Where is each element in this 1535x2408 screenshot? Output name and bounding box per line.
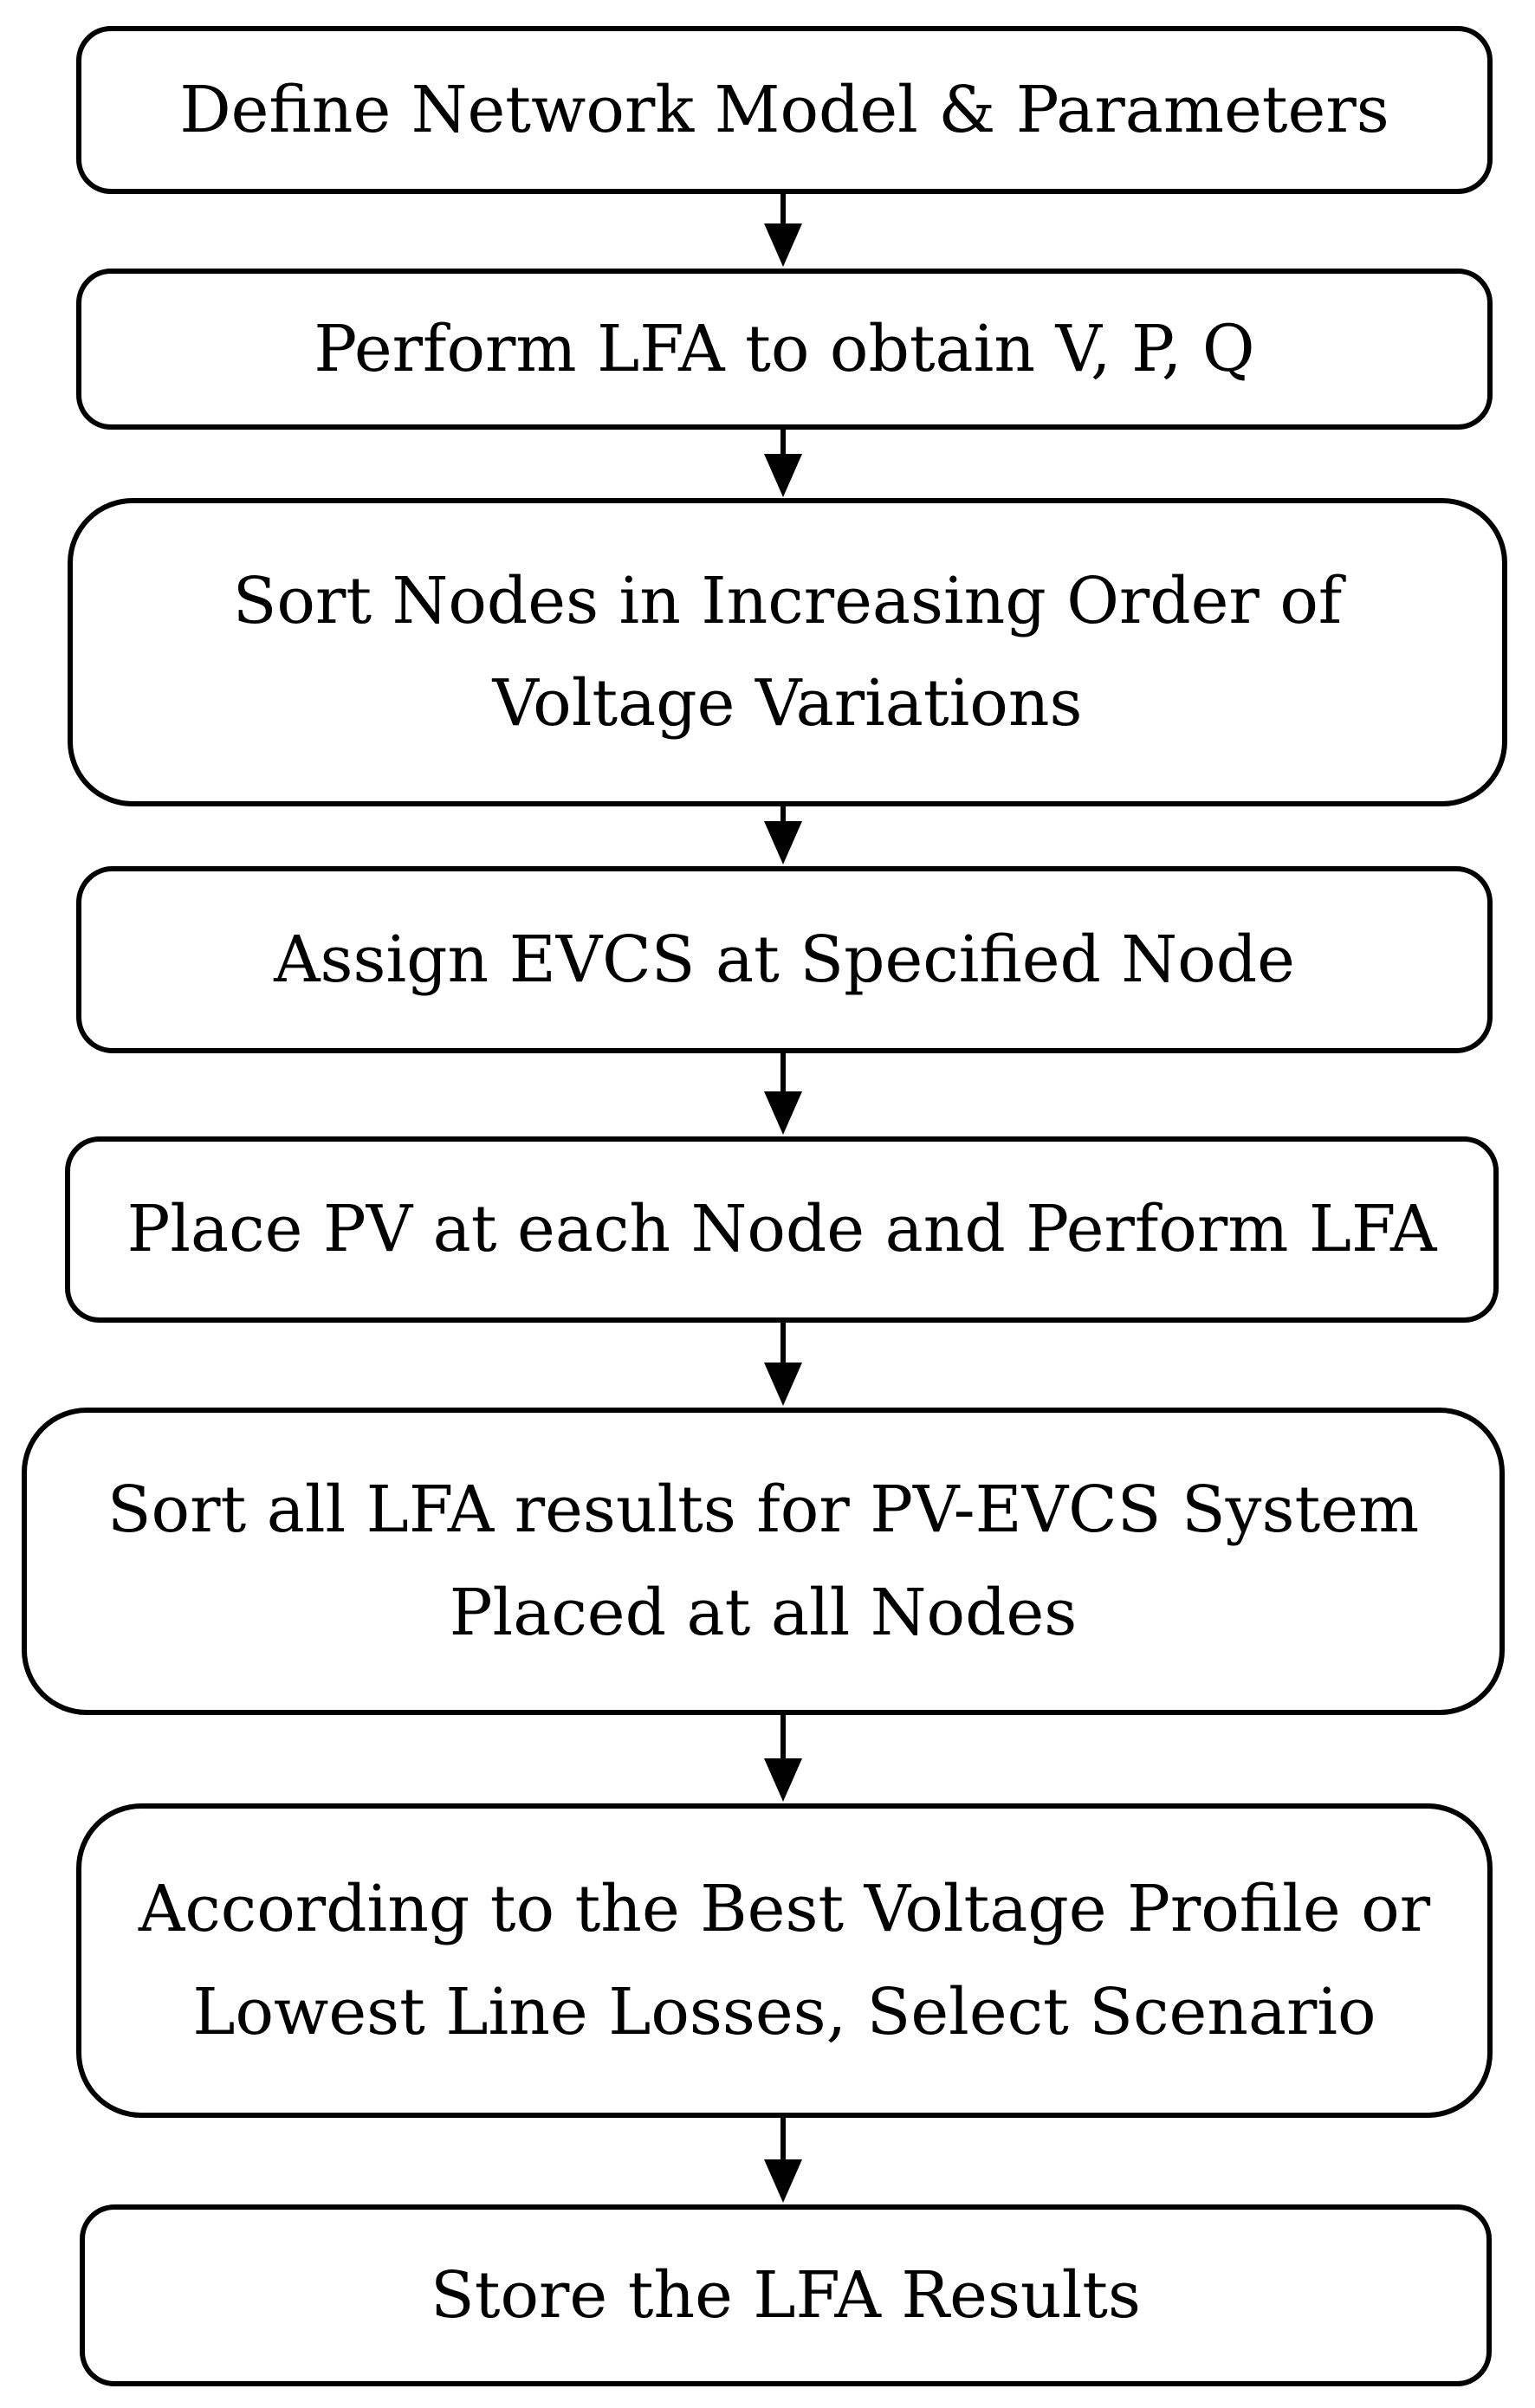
step-text: Store the LFA Results — [431, 2257, 1141, 2333]
step-sort-nodes: Sort Nodes in Increasing Order of Voltag… — [68, 498, 1507, 806]
arrow-6-7 — [764, 1715, 802, 1802]
step-text-line-1: Sort Nodes in Increasing Order of — [232, 563, 1343, 638]
arrow-5-6 — [764, 1323, 802, 1406]
step-text: Place PV at each Node and Perform LFA — [126, 1192, 1437, 1267]
step-text-line-2: Voltage Variations — [492, 666, 1083, 741]
step-text-line-1: According to the Best Voltage Profile or — [138, 1872, 1431, 1947]
step-text: Define Network Model & Parameters — [179, 72, 1389, 147]
step-perform-lfa: Perform LFA to obtain V, P, Q — [76, 269, 1493, 430]
step-text: Assign EVCS at Specified Node — [274, 922, 1295, 997]
step-text-line-1: Sort all LFA results for PV-EVCS System — [107, 1473, 1420, 1548]
step-text-line-2: Placed at all Nodes — [449, 1575, 1078, 1650]
step-text: Perform LFA to obtain V, P, Q — [314, 311, 1255, 386]
step-assign-evcs: Assign EVCS at Specified Node — [76, 866, 1493, 1053]
arrow-4-5 — [764, 1053, 802, 1135]
step-text-line-2: Lowest Line Losses, Select Scenario — [192, 1974, 1376, 2049]
arrow-1-2 — [764, 194, 802, 267]
step-select-scenario: According to the Best Voltage Profile or… — [76, 1803, 1493, 2118]
step-define-network-model: Define Network Model & Parameters — [76, 26, 1493, 194]
step-place-pv: Place PV at each Node and Perform LFA — [65, 1136, 1499, 1323]
arrow-7-8 — [764, 2118, 802, 2203]
step-store-results: Store the LFA Results — [80, 2204, 1492, 2386]
arrow-2-3 — [764, 430, 802, 497]
step-sort-lfa-results: Sort all LFA results for PV-EVCS System … — [22, 1408, 1505, 1715]
